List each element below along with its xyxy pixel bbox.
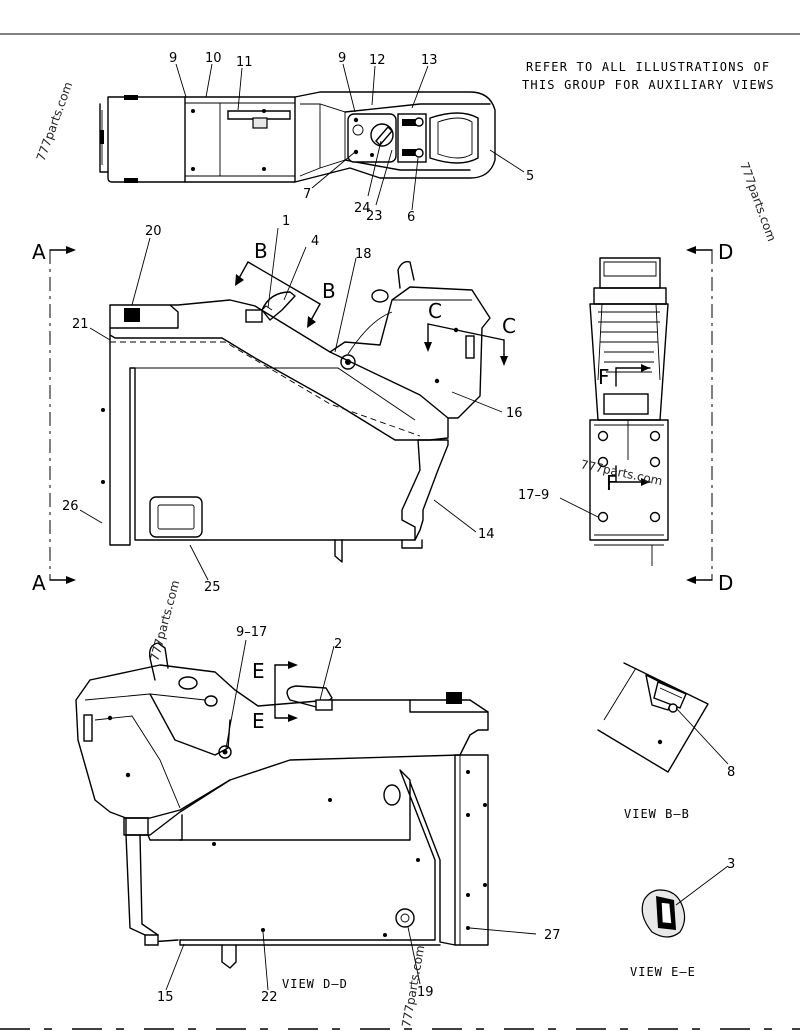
watermark-1: 777parts.com: [34, 80, 76, 163]
callout-11: 11: [236, 55, 253, 70]
callout-2: 2: [334, 637, 342, 652]
callout-24: 24: [354, 201, 371, 216]
leader-lines: [79, 63, 729, 991]
section-label-e-2: E: [252, 709, 265, 733]
section-label-f-1: F: [598, 365, 610, 389]
section-label-a-bottom: A: [32, 571, 46, 595]
section-label-b-2: B: [322, 279, 336, 303]
view-b-b-detail: [597, 662, 709, 773]
note-line-2: THIS GROUP FOR AUXILIARY VIEWS: [522, 78, 775, 92]
callout-25: 25: [204, 580, 221, 595]
section-label-c-2: C: [502, 314, 516, 338]
section-label-b-1: B: [254, 239, 268, 263]
callout-20: 20: [145, 224, 162, 239]
callout-7: 7: [303, 187, 311, 202]
callout-21: 21: [72, 317, 89, 332]
callout-1: 1: [282, 214, 290, 229]
callout-8: 8: [727, 765, 735, 780]
section-label-f-2: F: [606, 471, 618, 495]
callout-9-top-right: 9: [338, 51, 346, 66]
section-a: A A: [32, 240, 76, 595]
watermark-2: 777parts.com: [737, 160, 779, 243]
top-view: [99, 91, 496, 183]
callouts: 9 10 11 9 12 13 5 6 7 24 23 1 4 18 20 21…: [62, 51, 735, 1005]
callout-26: 26: [62, 499, 79, 514]
side-view-a: [101, 260, 491, 563]
callout-17-9: 17–9: [518, 488, 549, 503]
callout-15: 15: [157, 990, 174, 1005]
callout-12: 12: [369, 53, 386, 68]
callout-27: 27: [544, 928, 561, 943]
callout-16: 16: [506, 406, 523, 421]
section-label-c-1: C: [428, 299, 442, 323]
callout-9-17: 9–17: [236, 625, 267, 640]
callout-3: 3: [727, 857, 735, 872]
side-view-d: [75, 642, 489, 969]
callout-23: 23: [366, 209, 383, 224]
callout-5: 5: [526, 169, 534, 184]
callout-14: 14: [478, 527, 495, 542]
callout-22: 22: [261, 990, 278, 1005]
section-label-a-top: A: [32, 240, 46, 264]
front-view: F F: [589, 257, 669, 566]
callout-18: 18: [355, 247, 372, 262]
section-c: C C: [424, 299, 516, 366]
view-e-e-detail: [641, 889, 686, 938]
section-label-d-bottom: D: [718, 571, 733, 595]
callout-19: 19: [417, 985, 434, 1000]
callout-10: 10: [205, 51, 222, 66]
view-caption-d-d: VIEW D–D: [282, 977, 348, 991]
section-label-e-1: E: [252, 659, 265, 683]
callout-6: 6: [407, 210, 415, 225]
note-line-1: REFER TO ALL ILLUSTRATIONS OF: [526, 60, 770, 74]
section-label-d-top: D: [718, 240, 733, 264]
callout-4: 4: [311, 234, 319, 249]
view-caption-e-e: VIEW E–E: [630, 965, 696, 979]
section-e: E E: [252, 659, 298, 733]
view-caption-b-b: VIEW B–B: [624, 807, 690, 821]
section-d: D D: [686, 240, 733, 595]
callout-9-top-left: 9: [169, 51, 177, 66]
section-b: B B: [235, 239, 336, 328]
callout-13: 13: [421, 53, 438, 68]
